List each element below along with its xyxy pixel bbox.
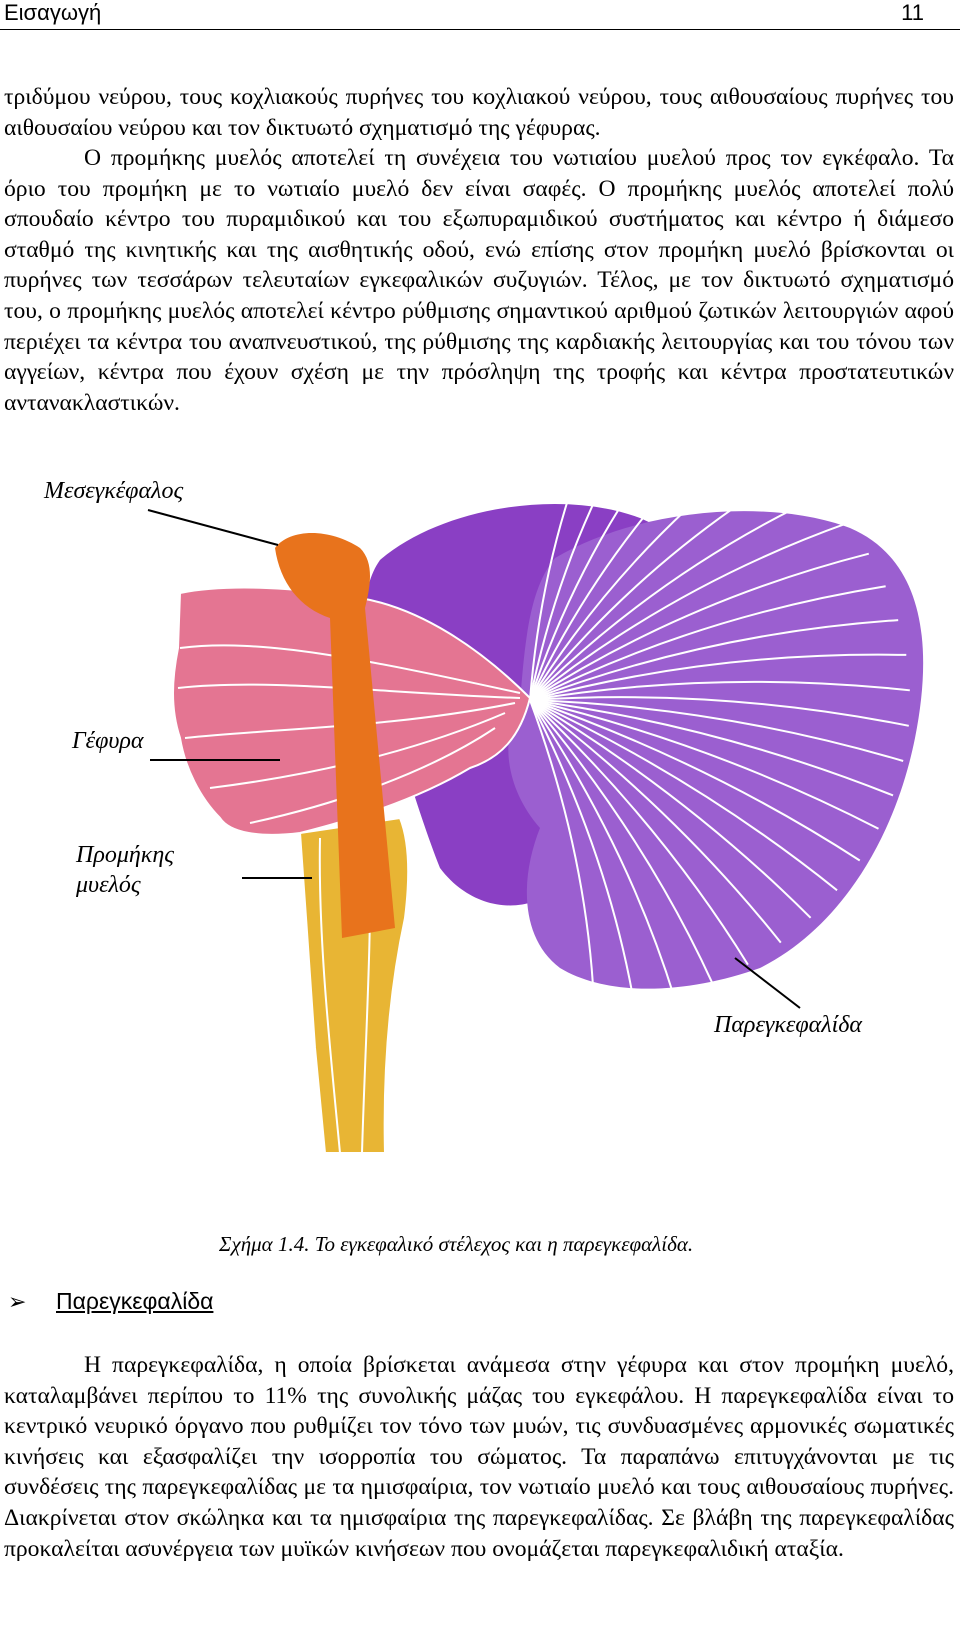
figure-caption: Σχήμα 1.4. Το εγκεφαλικό στέλεχος και η … xyxy=(219,1232,694,1256)
label-midbrain: Μεσεγκέφαλος xyxy=(44,478,184,504)
folium-line xyxy=(529,699,812,919)
folium-line xyxy=(529,488,602,701)
paragraph-3: Η παρεγκεφαλίδα, η οποία βρίσκεται ανάμε… xyxy=(4,1352,954,1562)
folium-line xyxy=(529,488,670,701)
folium-line xyxy=(529,699,637,1011)
folium-line xyxy=(529,585,886,701)
page-number: 11 xyxy=(901,0,924,25)
folium-line xyxy=(529,488,634,701)
folium-line xyxy=(529,488,712,701)
label-medulla-line2: μυελός xyxy=(76,872,141,898)
folium-line xyxy=(529,552,870,701)
folium-line xyxy=(529,699,714,984)
cerebellum-front-lobe xyxy=(508,511,924,989)
folium-line xyxy=(529,696,909,727)
folium-line xyxy=(529,699,749,966)
folium-line xyxy=(529,522,849,701)
folium-line xyxy=(529,493,824,701)
paragraph-2: Ο προμήκης μυελός αποτελεί τη συνέχεια τ… xyxy=(4,145,954,416)
folium-line xyxy=(529,488,573,701)
cerebellum-folia xyxy=(529,488,910,1019)
arrow-bullet-icon: ➢ xyxy=(8,1289,27,1314)
midbrain-shape xyxy=(275,533,395,938)
label-medulla-line1: Προμήκης xyxy=(76,842,174,868)
label-pointer-lines xyxy=(147,509,801,1009)
folium-line xyxy=(529,699,904,762)
folium-line xyxy=(529,488,766,701)
folium-line xyxy=(529,699,676,999)
section-heading-row: ➢ Παρεγκεφαλίδα xyxy=(8,1288,213,1316)
section-heading: Παρεγκεφαλίδα xyxy=(56,1288,214,1314)
paragraph-1: τριδύμου νεύρου, τους κοχλιακούς πυρήνες… xyxy=(4,84,954,141)
page-header: Εισαγωγή 11 xyxy=(0,0,960,30)
brainstem-figure: Μεσεγκέφαλος Γέφυρα Προμήκης μυελός Παρε… xyxy=(0,478,960,1208)
folium-line xyxy=(529,699,782,944)
header-title: Εισαγωγή xyxy=(4,0,102,25)
folium-line xyxy=(529,699,879,830)
folium-line xyxy=(529,699,838,892)
folium-line xyxy=(529,699,861,862)
label-cerebellum: Παρεγκεφαλίδα xyxy=(714,1012,863,1038)
folium-line xyxy=(529,680,910,701)
brainstem-cerebellum-illustration xyxy=(147,488,924,1154)
label-pons: Γέφυρα xyxy=(72,728,144,754)
folium-line xyxy=(529,699,894,797)
folium-line xyxy=(529,653,907,701)
folium-line xyxy=(529,619,899,701)
medulla-inner-line xyxy=(318,837,341,1154)
folium-line xyxy=(529,699,596,1019)
